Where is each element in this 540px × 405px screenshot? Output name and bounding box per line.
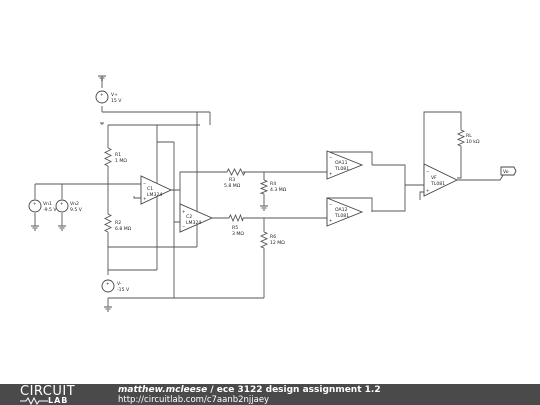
svg-text:4.3 MΩ: 4.3 MΩ: [270, 187, 287, 193]
resistor-r2: R2 6.8 MΩ: [103, 213, 132, 233]
svg-text:+: +: [100, 92, 103, 97]
svg-text:+: +: [329, 171, 332, 176]
schematic-url[interactable]: http://circuitlab.com/c7aanb2njjaey: [118, 395, 270, 405]
opamp-oa11: − + OA11 TL081: [326, 150, 364, 180]
svg-text:R1: R1: [115, 152, 121, 158]
svg-text:9.5 V: 9.5 V: [70, 207, 83, 213]
svg-text:V-: V-: [117, 281, 122, 287]
svg-text:VF: VF: [431, 175, 437, 181]
title-separator: /: [207, 385, 217, 395]
svg-text:-9.5 V: -9.5 V: [43, 207, 57, 213]
svg-text:LM324: LM324: [147, 192, 162, 198]
resistor-r6: R6 12 MΩ: [259, 231, 285, 249]
output-label-vo: Vo: [500, 166, 517, 176]
svg-text:−: −: [182, 224, 185, 229]
source-vin2: + Vn2 9.5 V: [55, 199, 83, 213]
circuitlab-logo[interactable]: CIRCUIT LAB: [20, 384, 100, 405]
wires: [34, 76, 506, 307]
resistor-rl: RL 10 kΩ: [456, 129, 480, 147]
svg-text:+: +: [182, 209, 185, 214]
svg-text:+: +: [143, 196, 146, 201]
svg-text:C2: C2: [186, 214, 192, 220]
svg-text:Vn1: Vn1: [43, 201, 52, 207]
svg-text:RL: RL: [466, 133, 472, 139]
svg-text:R2: R2: [115, 220, 121, 226]
svg-text:5.8 MΩ: 5.8 MΩ: [224, 183, 241, 189]
logo-sub: LAB: [48, 396, 69, 405]
svg-text:TL081: TL081: [334, 213, 349, 219]
resistor-zigzag-icon: [20, 397, 48, 405]
footer-title-line: matthew.mcleese / ece 3122 design assign…: [118, 385, 381, 395]
footer-bar: CIRCUIT LAB matthew.mcleese / ece 3122 d…: [0, 384, 540, 405]
svg-text:+: +: [426, 188, 429, 193]
resistor-r5: R5 3 MΩ: [228, 213, 244, 237]
resistor-r3: R3 5.8 MΩ: [224, 167, 246, 189]
svg-text:−: −: [329, 155, 332, 160]
svg-text:+: +: [33, 201, 36, 206]
svg-text:+: +: [106, 281, 109, 286]
svg-text:LM324: LM324: [186, 220, 201, 226]
svg-text:+: +: [329, 218, 332, 223]
svg-text:OA12: OA12: [335, 207, 348, 213]
svg-text:C1: C1: [147, 186, 153, 192]
svg-text:+: +: [60, 201, 63, 206]
svg-text:10 kΩ: 10 kΩ: [466, 139, 480, 145]
svg-text:OA11: OA11: [335, 160, 348, 166]
resistor-r4: R4 4.3 MΩ: [259, 179, 287, 195]
ground-symbols: [31, 75, 268, 312]
svg-text:R4: R4: [270, 181, 276, 187]
svg-text:−: −: [329, 202, 332, 207]
svg-text:Vo: Vo: [503, 169, 509, 175]
opamp-vf: − + VF TL081: [423, 163, 459, 197]
svg-text:R3: R3: [229, 177, 235, 183]
opamp-c2: + − C2 LM324: [179, 203, 214, 233]
resistor-r1: R1 1 MΩ: [103, 147, 127, 167]
source-vplus: + V+ 15 V: [95, 90, 122, 104]
svg-text:15 V: 15 V: [111, 98, 122, 104]
source-vin1: + Vn1 -9.5 V: [28, 199, 57, 213]
svg-text:-15 V: -15 V: [117, 287, 130, 293]
logo-word: CIRCUIT: [20, 384, 76, 399]
svg-text:12 MΩ: 12 MΩ: [270, 240, 285, 246]
svg-text:1 MΩ: 1 MΩ: [115, 158, 127, 164]
svg-text:6.8 MΩ: 6.8 MΩ: [115, 226, 132, 232]
svg-text:Vn2: Vn2: [70, 201, 79, 207]
svg-text:R6: R6: [270, 234, 276, 240]
schematic-title: ece 3122 design assignment 1.2: [216, 385, 381, 395]
svg-text:3 MΩ: 3 MΩ: [232, 231, 244, 237]
opamp-oa12: − + OA12 TL081: [326, 197, 364, 227]
author-link[interactable]: matthew.mcleese: [118, 385, 208, 395]
circuit-schematic: + V+ 15 V + V- -15 V + Vn1 -9.5 V + Vn2 …: [28, 75, 517, 312]
svg-text:TL081: TL081: [430, 181, 445, 187]
svg-text:−: −: [426, 169, 429, 174]
source-vminus: + V- -15 V: [101, 279, 130, 293]
svg-text:−: −: [143, 181, 146, 186]
svg-text:R5: R5: [232, 225, 238, 231]
svg-text:TL081: TL081: [334, 166, 349, 172]
opamp-c1: − + C1 LM324: [140, 175, 173, 205]
svg-text:V+: V+: [111, 92, 118, 98]
